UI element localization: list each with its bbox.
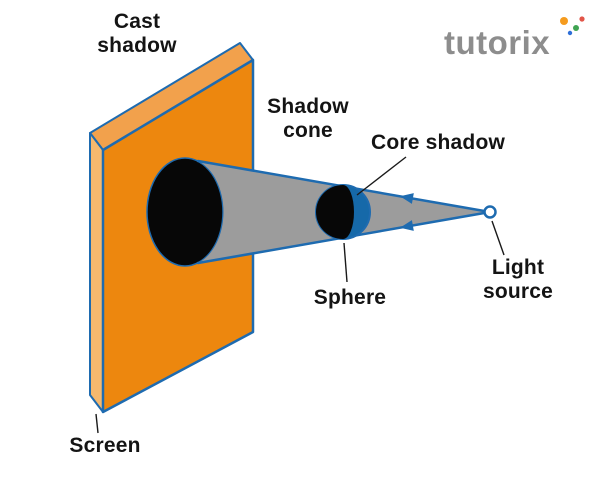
light-source-label: Light source bbox=[482, 256, 554, 303]
shadow-cone-label: Shadow cone bbox=[267, 95, 349, 142]
light-source-pointer-line bbox=[491, 220, 505, 256]
sphere-label: Sphere bbox=[313, 286, 387, 309]
logo-sparkle-dot bbox=[579, 16, 585, 22]
logo-sparkle-dot bbox=[573, 25, 579, 31]
screen-label: Screen bbox=[69, 434, 141, 457]
cast-shadow-ellipse bbox=[146, 157, 224, 267]
logo-sparkle-dot bbox=[560, 17, 568, 25]
light-ray-arrow-icon bbox=[400, 193, 414, 204]
screen-side-face bbox=[89, 132, 104, 413]
light-source-dot bbox=[483, 205, 497, 219]
logo-sparkle-dot bbox=[567, 30, 573, 36]
light-ray-arrow-icon bbox=[400, 220, 414, 231]
core-shadow-shape bbox=[316, 185, 354, 239]
core-shadow-pointer-line bbox=[356, 156, 407, 196]
screen-pointer-line bbox=[95, 413, 99, 434]
tutorix-logo: tutorix bbox=[444, 24, 551, 61]
sphere-pointer-line bbox=[343, 242, 348, 283]
cast-shadow-label: Cast shadow bbox=[97, 10, 177, 57]
core-shadow-label: Core shadow bbox=[370, 131, 506, 154]
